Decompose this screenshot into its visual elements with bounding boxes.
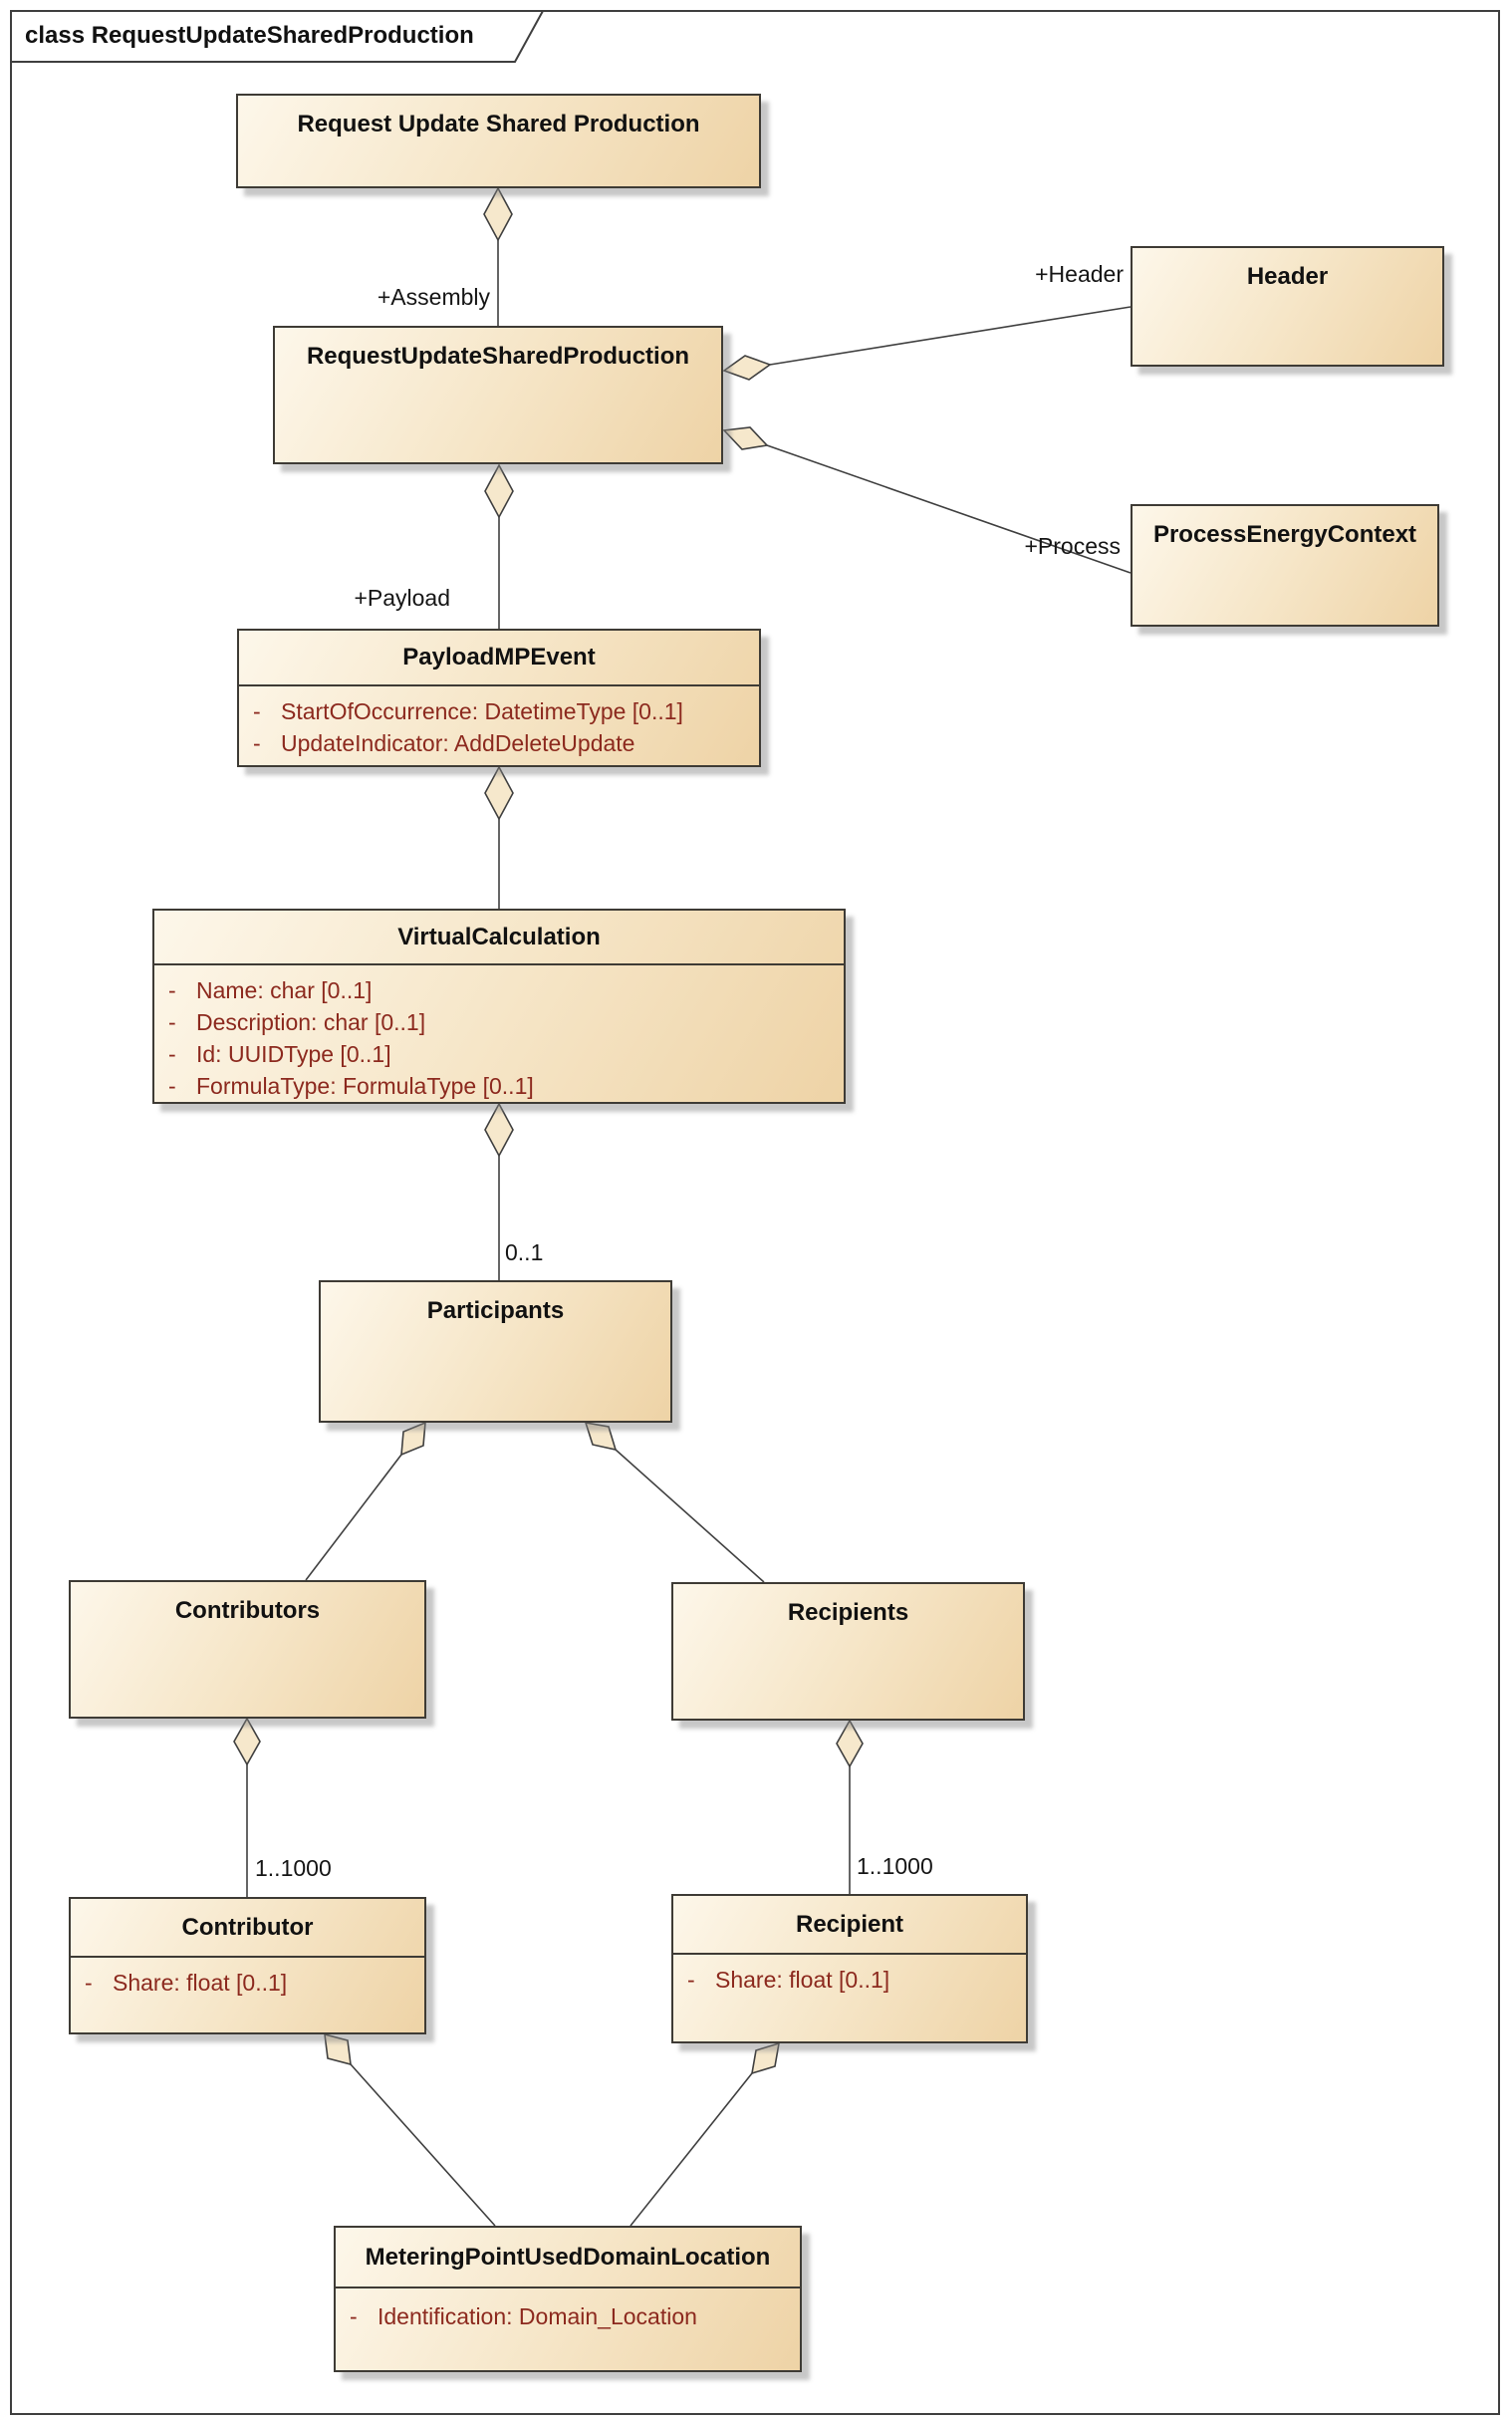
role-label-header: +Header	[1035, 261, 1124, 287]
attribute-text: Share: float [0..1]	[715, 1967, 890, 1993]
class-recipient[interactable]: Recipient -Share: float [0..1]	[671, 1894, 1028, 2043]
class-header[interactable]: Header	[1131, 246, 1444, 367]
attribute-text: FormulaType: FormulaType [0..1]	[196, 1073, 534, 1099]
class-process-energy-context[interactable]: ProcessEnergyContext	[1131, 504, 1439, 627]
attribute-row: -Id: UUIDType [0..1]	[154, 1038, 844, 1070]
role-label-payload: +Payload	[354, 585, 450, 611]
aggregation-diamond-icon	[584, 1421, 618, 1452]
aggregation-diamond-icon	[484, 765, 514, 821]
visibility-marker: -	[253, 698, 261, 724]
class-title: PayloadMPEvent	[402, 644, 596, 671]
attribute-text: UpdateIndicator: AddDeleteUpdate	[281, 730, 635, 756]
class-title: MeteringPointUsedDomainLocation	[365, 2243, 771, 2271]
aggregation-diamond-icon	[722, 355, 772, 381]
class-contributors[interactable]: Contributors	[69, 1580, 426, 1719]
role-label-assembly: +Assembly	[377, 284, 490, 310]
attribute-text: Share: float [0..1]	[113, 1970, 288, 1996]
class-virtual-calculation[interactable]: VirtualCalculation -Name: char [0..1] -D…	[152, 909, 846, 1104]
attribute-row: -UpdateIndicator: AddDeleteUpdate	[239, 727, 759, 759]
role-label-process: +Process	[1024, 533, 1121, 559]
class-title: Recipients	[787, 1599, 909, 1626]
visibility-marker: -	[168, 1041, 176, 1067]
visibility-marker: -	[350, 2303, 358, 2329]
aggregation-diamond-icon	[484, 1102, 514, 1158]
attribute-row: -StartOfOccurrence: DatetimeType [0..1]	[239, 695, 759, 727]
visibility-marker: -	[168, 977, 176, 1003]
connector-payload	[484, 463, 514, 629]
class-contributor[interactable]: Contributor -Share: float [0..1]	[69, 1897, 426, 2034]
class-title: Header	[1246, 263, 1329, 290]
connector-metering-left	[324, 2032, 496, 2227]
connector-process	[722, 426, 1132, 574]
aggregation-diamond-icon	[722, 426, 769, 450]
attribute-text: Id: UUIDType [0..1]	[196, 1041, 391, 1067]
diagram-frame-border	[10, 10, 1500, 2415]
aggregation-diamond-icon	[324, 2032, 352, 2066]
class-participants[interactable]: Participants	[319, 1280, 672, 1423]
multiplicity-label-recipient: 1..1000	[857, 1853, 933, 1879]
connector-metering-right	[630, 2041, 781, 2227]
class-title: ProcessEnergyContext	[1152, 521, 1417, 548]
class-title: Participants	[426, 1297, 565, 1324]
class-request-update-shared-production-label[interactable]: Request Update Shared Production	[236, 94, 761, 188]
aggregation-diamond-icon	[483, 186, 513, 242]
connector-recipients	[584, 1421, 765, 1583]
class-payload-mp-event[interactable]: PayloadMPEvent -StartOfOccurrence: Datet…	[237, 629, 761, 767]
attribute-row: -Description: char [0..1]	[154, 1006, 844, 1038]
diagram-title: class RequestUpdateSharedProduction	[25, 22, 474, 49]
connector-virtual-calculation	[484, 765, 514, 909]
class-title: Request Update Shared Production	[297, 111, 700, 137]
visibility-marker: -	[168, 1009, 176, 1035]
attribute-text: Description: char [0..1]	[196, 1009, 426, 1035]
class-title: Recipient	[795, 1910, 904, 1938]
visibility-marker: -	[85, 1970, 93, 1996]
attribute-row: -FormulaType: FormulaType [0..1]	[154, 1070, 844, 1102]
class-metering-point-used-domain-location[interactable]: MeteringPointUsedDomainLocation -Identif…	[334, 2226, 802, 2372]
class-title: RequestUpdateSharedProduction	[306, 343, 690, 370]
multiplicity-label-participants: 0..1	[505, 1239, 544, 1265]
visibility-marker: -	[168, 1073, 176, 1099]
connector-contributor	[233, 1717, 261, 1897]
aggregation-diamond-icon	[400, 1421, 426, 1457]
multiplicity-label-contributor: 1..1000	[255, 1855, 332, 1881]
aggregation-diamond-icon	[233, 1717, 261, 1766]
visibility-marker: -	[687, 1967, 695, 1993]
diagram-frame-tab	[10, 10, 545, 63]
class-title: Contributor	[181, 1913, 314, 1941]
connector-recipient	[836, 1719, 864, 1894]
connector-header	[722, 306, 1132, 381]
attribute-row: -Identification: Domain_Location	[336, 2300, 800, 2332]
aggregation-diamond-icon	[750, 2041, 781, 2075]
aggregation-diamond-icon	[836, 1719, 864, 1768]
connector-assembly	[483, 186, 513, 326]
connector-contributors	[305, 1421, 426, 1581]
class-request-update-shared-production[interactable]: RequestUpdateSharedProduction	[273, 326, 723, 464]
class-recipients[interactable]: Recipients	[671, 1582, 1025, 1721]
visibility-marker: -	[253, 730, 261, 756]
class-title: Contributors	[174, 1597, 321, 1624]
attribute-row: -Share: float [0..1]	[71, 1967, 424, 1999]
attribute-row: -Name: char [0..1]	[154, 974, 844, 1006]
connector-participants	[484, 1102, 514, 1280]
aggregation-diamond-icon	[484, 463, 514, 519]
attribute-row: -Share: float [0..1]	[673, 1964, 1026, 1996]
class-title: VirtualCalculation	[397, 923, 601, 950]
attribute-text: StartOfOccurrence: DatetimeType [0..1]	[281, 698, 683, 724]
attribute-text: Identification: Domain_Location	[378, 2303, 697, 2329]
attribute-text: Name: char [0..1]	[196, 977, 373, 1003]
